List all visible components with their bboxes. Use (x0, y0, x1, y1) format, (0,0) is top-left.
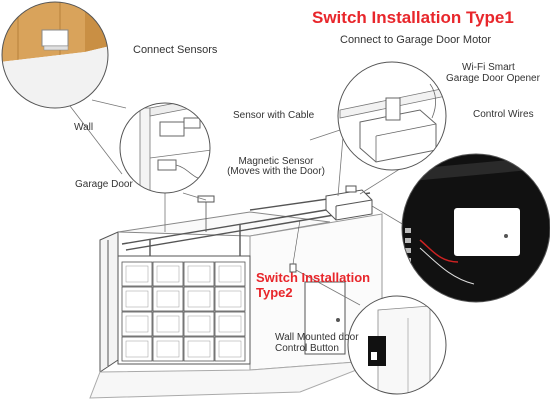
type1-subtitle: Connect to Garage Door Motor (340, 34, 492, 46)
door-sensor-small (197, 195, 215, 232)
door-panel (121, 311, 153, 337)
callout-wall-button (347, 295, 447, 395)
door-panel-inset (218, 315, 242, 333)
sensor-with-cable-label: Sensor with Cable (233, 110, 315, 121)
door-panel (152, 336, 184, 362)
opener-motor-unit (325, 185, 373, 221)
door-rails (121, 192, 371, 256)
connect-sensors-heading: Connect Sensors (133, 44, 218, 56)
opener-label-line1: Wi-Fi Smart (462, 62, 515, 73)
wall-button-small (289, 219, 301, 273)
type1-title: Switch Installation Type1 (312, 8, 514, 27)
door-panel (152, 311, 184, 337)
door-panel (152, 261, 184, 287)
door-panel (183, 261, 215, 287)
callout-sensor (119, 102, 211, 194)
door-panel-inset (156, 315, 180, 333)
door-panel (214, 311, 246, 337)
door-panel (121, 336, 153, 362)
control-wires-label: Control Wires (473, 109, 534, 120)
garage-door-label: Garage Door (75, 179, 133, 190)
callout-motor (337, 61, 447, 171)
wall-button-label-line1: Wall Mounted door (275, 332, 359, 343)
door-panel-inset (187, 340, 211, 358)
door-panel-inset (125, 340, 149, 358)
door-panel (183, 286, 215, 312)
door-panel-inset (218, 265, 242, 283)
door-panel-inset (187, 265, 211, 283)
door-panel (183, 336, 215, 362)
door-panel (214, 336, 246, 362)
opener-label-line2: Garage Door Opener (446, 73, 540, 84)
door-panel (183, 311, 215, 337)
magnetic-sensor-label-line2: (Moves with the Door) (227, 166, 325, 177)
door-panel-inset (156, 265, 180, 283)
door-panel (214, 286, 246, 312)
callout-wall-corner (1, 1, 109, 109)
magnetic-sensor-label-line1: Magnetic Sensor (238, 156, 314, 167)
door-panel (152, 286, 184, 312)
door-panels (121, 261, 246, 362)
wall-button-label-line2: Control Button (275, 343, 339, 354)
door-panel (121, 261, 153, 287)
type2-title-line1: Switch Installation (256, 270, 371, 285)
callout-smart-device (401, 153, 550, 303)
door-panel-inset (218, 290, 242, 308)
type2-title-line2: Type2 (256, 285, 293, 300)
door-panel-inset (156, 290, 180, 308)
door-panel-inset (187, 290, 211, 308)
door-panel (214, 261, 246, 287)
door-panel-inset (125, 315, 149, 333)
door-panel-inset (156, 340, 180, 358)
wall-label: Wall (74, 122, 94, 133)
door-panel (121, 286, 153, 312)
door-panel-inset (125, 290, 149, 308)
door-panel-inset (218, 340, 242, 358)
door-panel-inset (187, 315, 211, 333)
garage-door (117, 255, 251, 365)
door-panel-inset (125, 265, 149, 283)
